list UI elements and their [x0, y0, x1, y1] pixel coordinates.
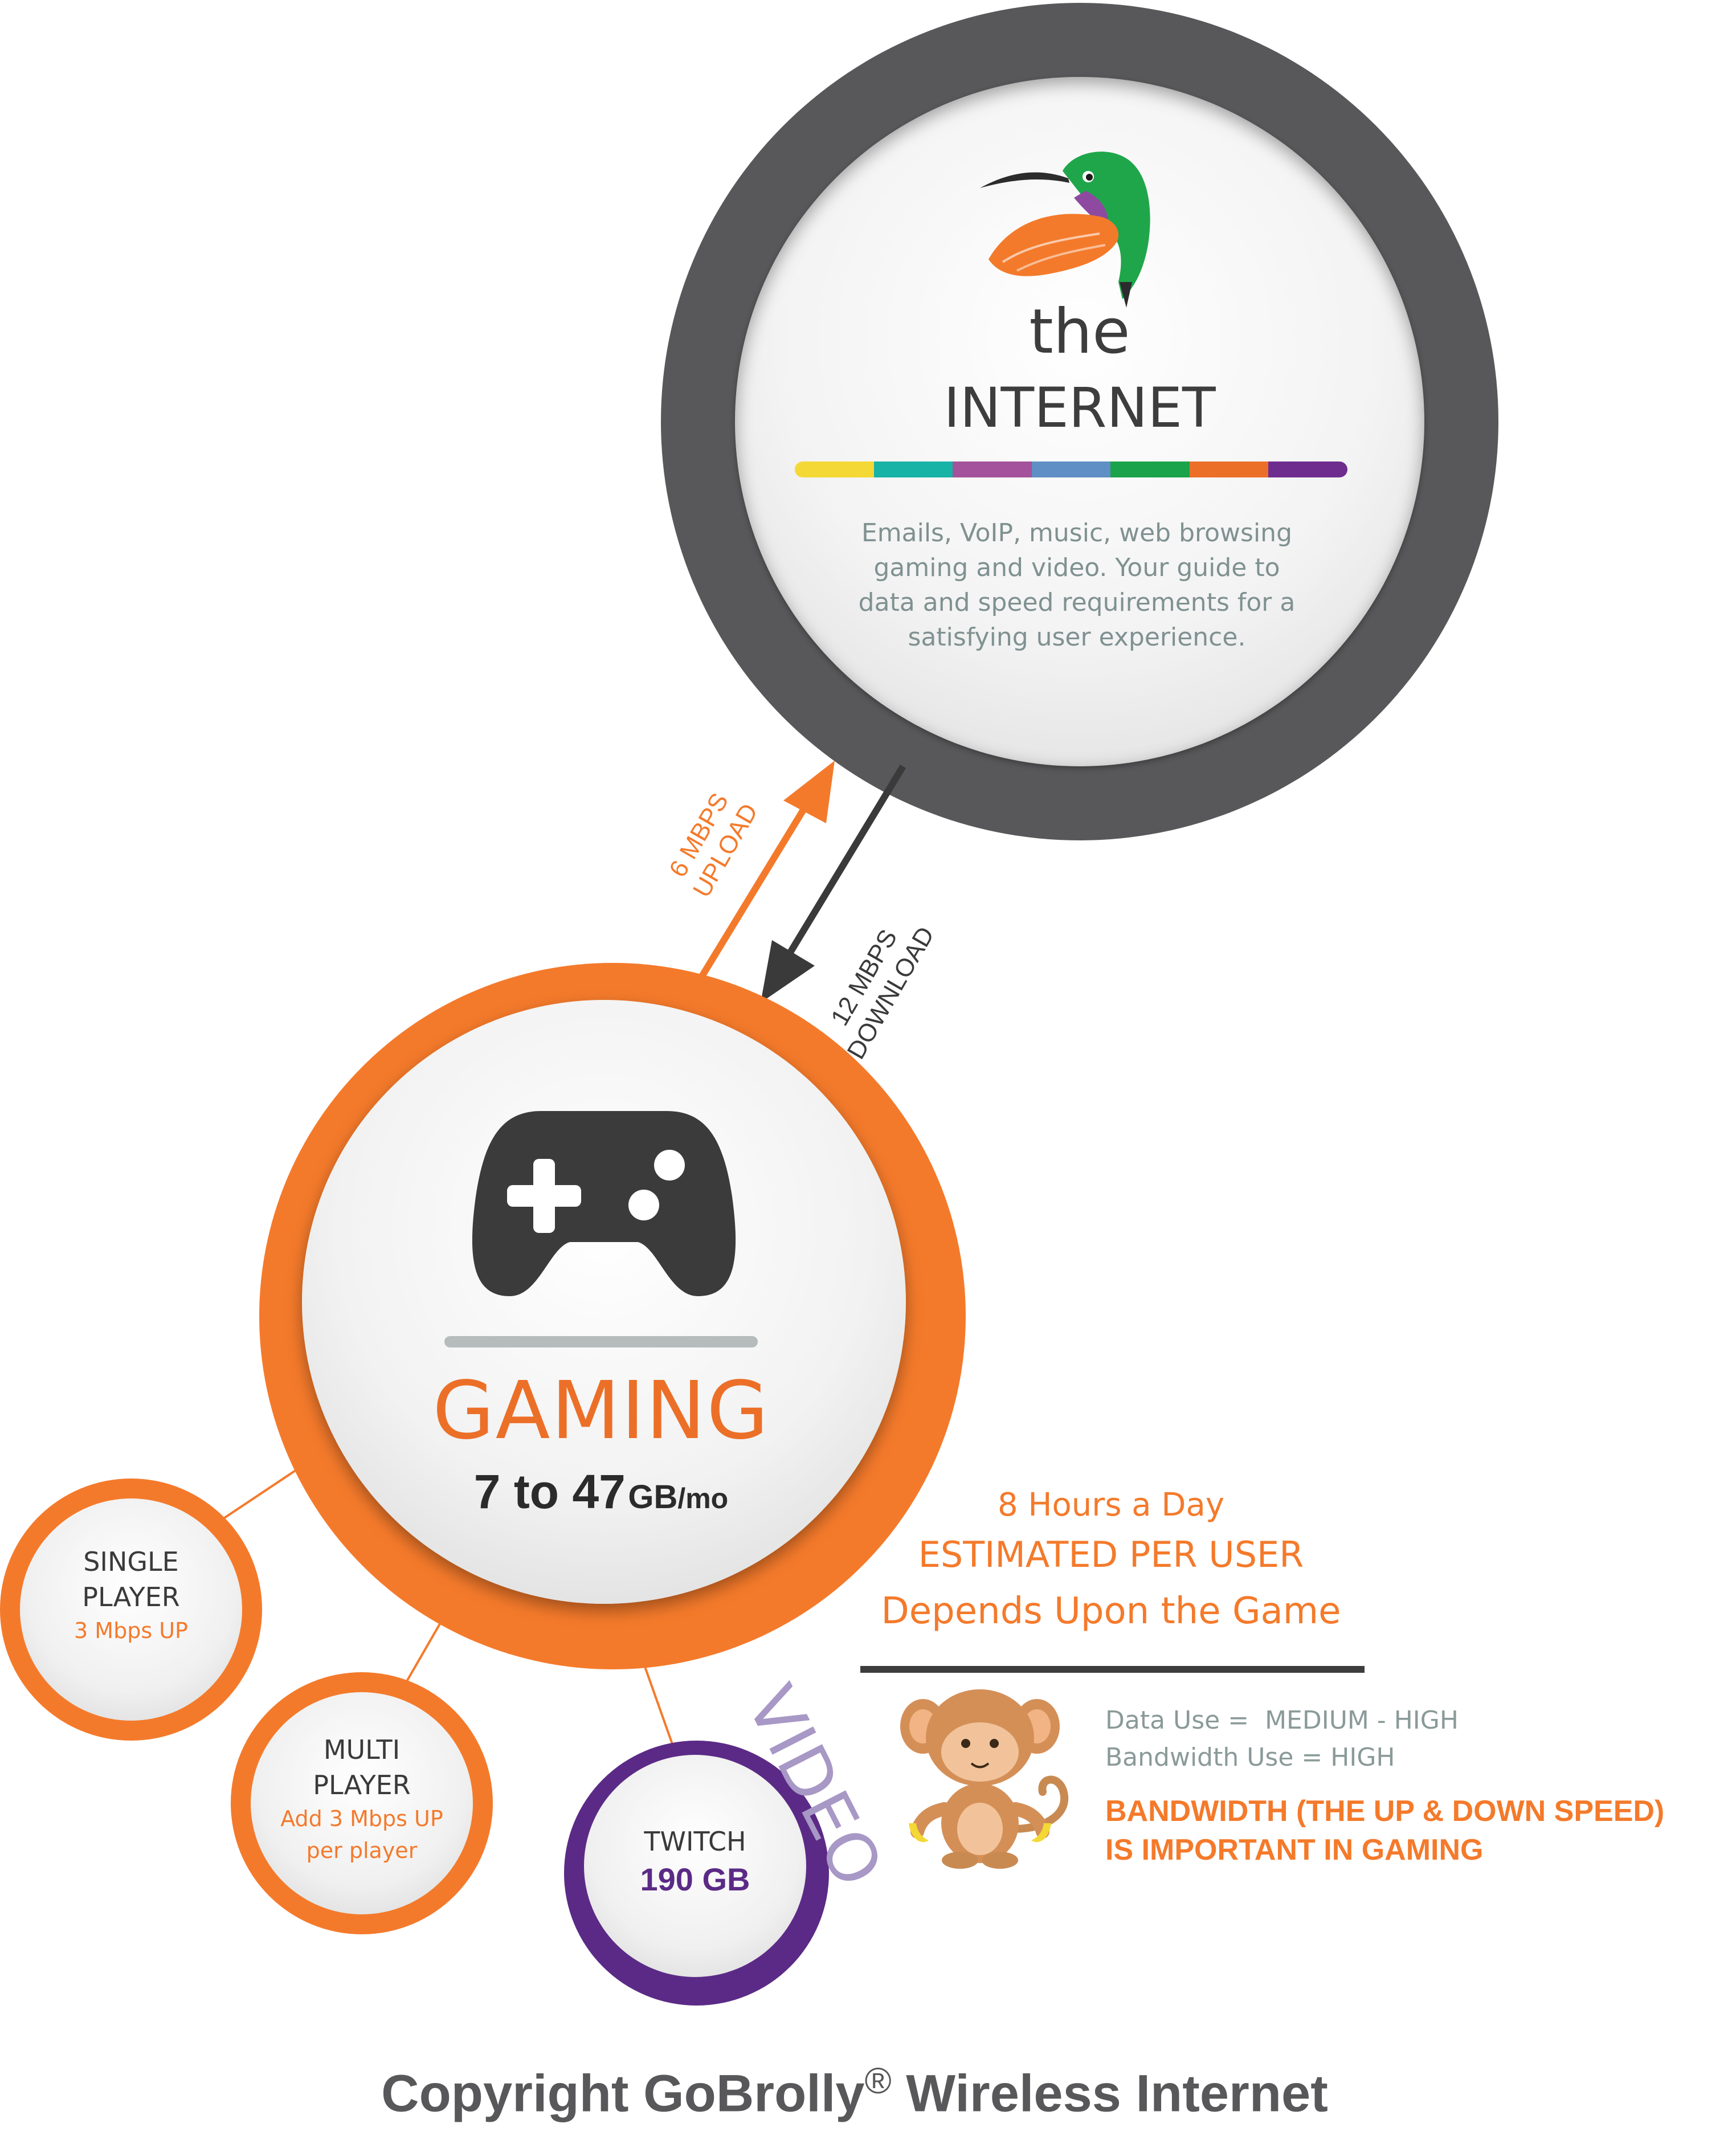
internet-title-line2: INTERNET — [943, 376, 1216, 440]
description-line: gaming and video. Your guide to — [873, 553, 1280, 582]
copyright-suffix: Wireless Internet — [891, 2064, 1328, 2123]
data-use-text: Data Use = MEDIUM - HIGH — [1105, 1706, 1459, 1735]
gaming-title: GAMING — [432, 1365, 770, 1457]
color-bar-segment — [1031, 461, 1111, 477]
twitch-text: TWITCH 190 GB — [584, 1823, 806, 1900]
color-bar-segment — [1189, 461, 1269, 477]
usage-unit: GB — [628, 1479, 678, 1516]
download-arrow — [761, 764, 906, 1003]
usage-suffix: /mo — [677, 1482, 729, 1514]
bandwidth-use-text: Bandwidth Use = HIGH — [1105, 1743, 1395, 1772]
single-player-line2: PLAYER — [82, 1582, 180, 1612]
copyright-footer: Copyright GoBrolly® Wireless Internet — [285, 2060, 1424, 2124]
usage-value: 7 to 47 — [473, 1465, 626, 1518]
internet-description: Emails, VoIP, music, web browsing gaming… — [820, 516, 1333, 655]
multi-player-line1: MULTI — [323, 1734, 401, 1765]
gaming-circle — [302, 1000, 906, 1604]
description-line: Emails, VoIP, music, web browsing — [861, 518, 1292, 548]
connector-twitch — [643, 1663, 676, 1753]
color-bar — [795, 461, 1347, 477]
connector-single — [218, 1469, 297, 1522]
gaming-usage: 7 to 47 GB/mo — [370, 1464, 832, 1520]
multi-player-inner — [251, 1692, 473, 1914]
twitch-value: 190 GB — [640, 1861, 750, 1897]
warning-line2: IS IMPORTANT IN GAMING — [1105, 1833, 1484, 1867]
hummingbird-icon — [980, 152, 1150, 308]
twitch-label: TWITCH — [644, 1826, 746, 1857]
estimate-per-user: ESTIMATED PER USER — [918, 1534, 1304, 1575]
gaming-divider — [444, 1336, 758, 1347]
copyright-prefix: Copyright GoBrolly — [381, 2064, 865, 2123]
bandwidth-warning: BANDWIDTH (THE UP & DOWN SPEED) IS IMPOR… — [1105, 1792, 1664, 1869]
color-bar-segment — [1268, 461, 1347, 477]
gamepad-icon — [472, 1111, 736, 1296]
color-bar-segment — [795, 461, 874, 477]
color-bar-segment — [953, 461, 1032, 477]
monkey-icon — [900, 1689, 1069, 1869]
estimate-depends: Depends Upon the Game — [881, 1590, 1341, 1632]
single-player-inner — [20, 1498, 242, 1721]
multi-player-detail-line1: Add 3 Mbps UP — [280, 1806, 443, 1831]
color-bar-segment — [873, 461, 953, 477]
description-line: satisfying user experience. — [908, 623, 1246, 652]
color-bar-segment — [1110, 461, 1190, 477]
estimate-hours: 8 Hours a Day — [998, 1486, 1224, 1524]
multi-player-text: MULTI PLAYER Add 3 Mbps UP per player — [251, 1732, 473, 1867]
warning-line1: BANDWIDTH (THE UP & DOWN SPEED) — [1105, 1795, 1665, 1828]
internet-title-line1: the — [1029, 296, 1130, 367]
estimate-block: 8 Hours a Day ESTIMATED PER USER Depends… — [855, 1481, 1367, 1642]
single-player-line1: SINGLE — [83, 1546, 179, 1577]
multi-player-line2: PLAYER — [313, 1770, 411, 1800]
twitch-inner — [584, 1755, 806, 1977]
estimate-divider — [860, 1666, 1365, 1673]
single-player-text: SINGLE PLAYER 3 Mbps UP — [20, 1544, 242, 1647]
upload-arrow — [695, 761, 835, 985]
single-player-detail: 3 Mbps UP — [74, 1618, 188, 1643]
description-line: data and speed requirements for a — [858, 588, 1296, 617]
multi-player-detail-line2: per player — [306, 1838, 418, 1863]
registered-mark: ® — [864, 2060, 892, 2101]
